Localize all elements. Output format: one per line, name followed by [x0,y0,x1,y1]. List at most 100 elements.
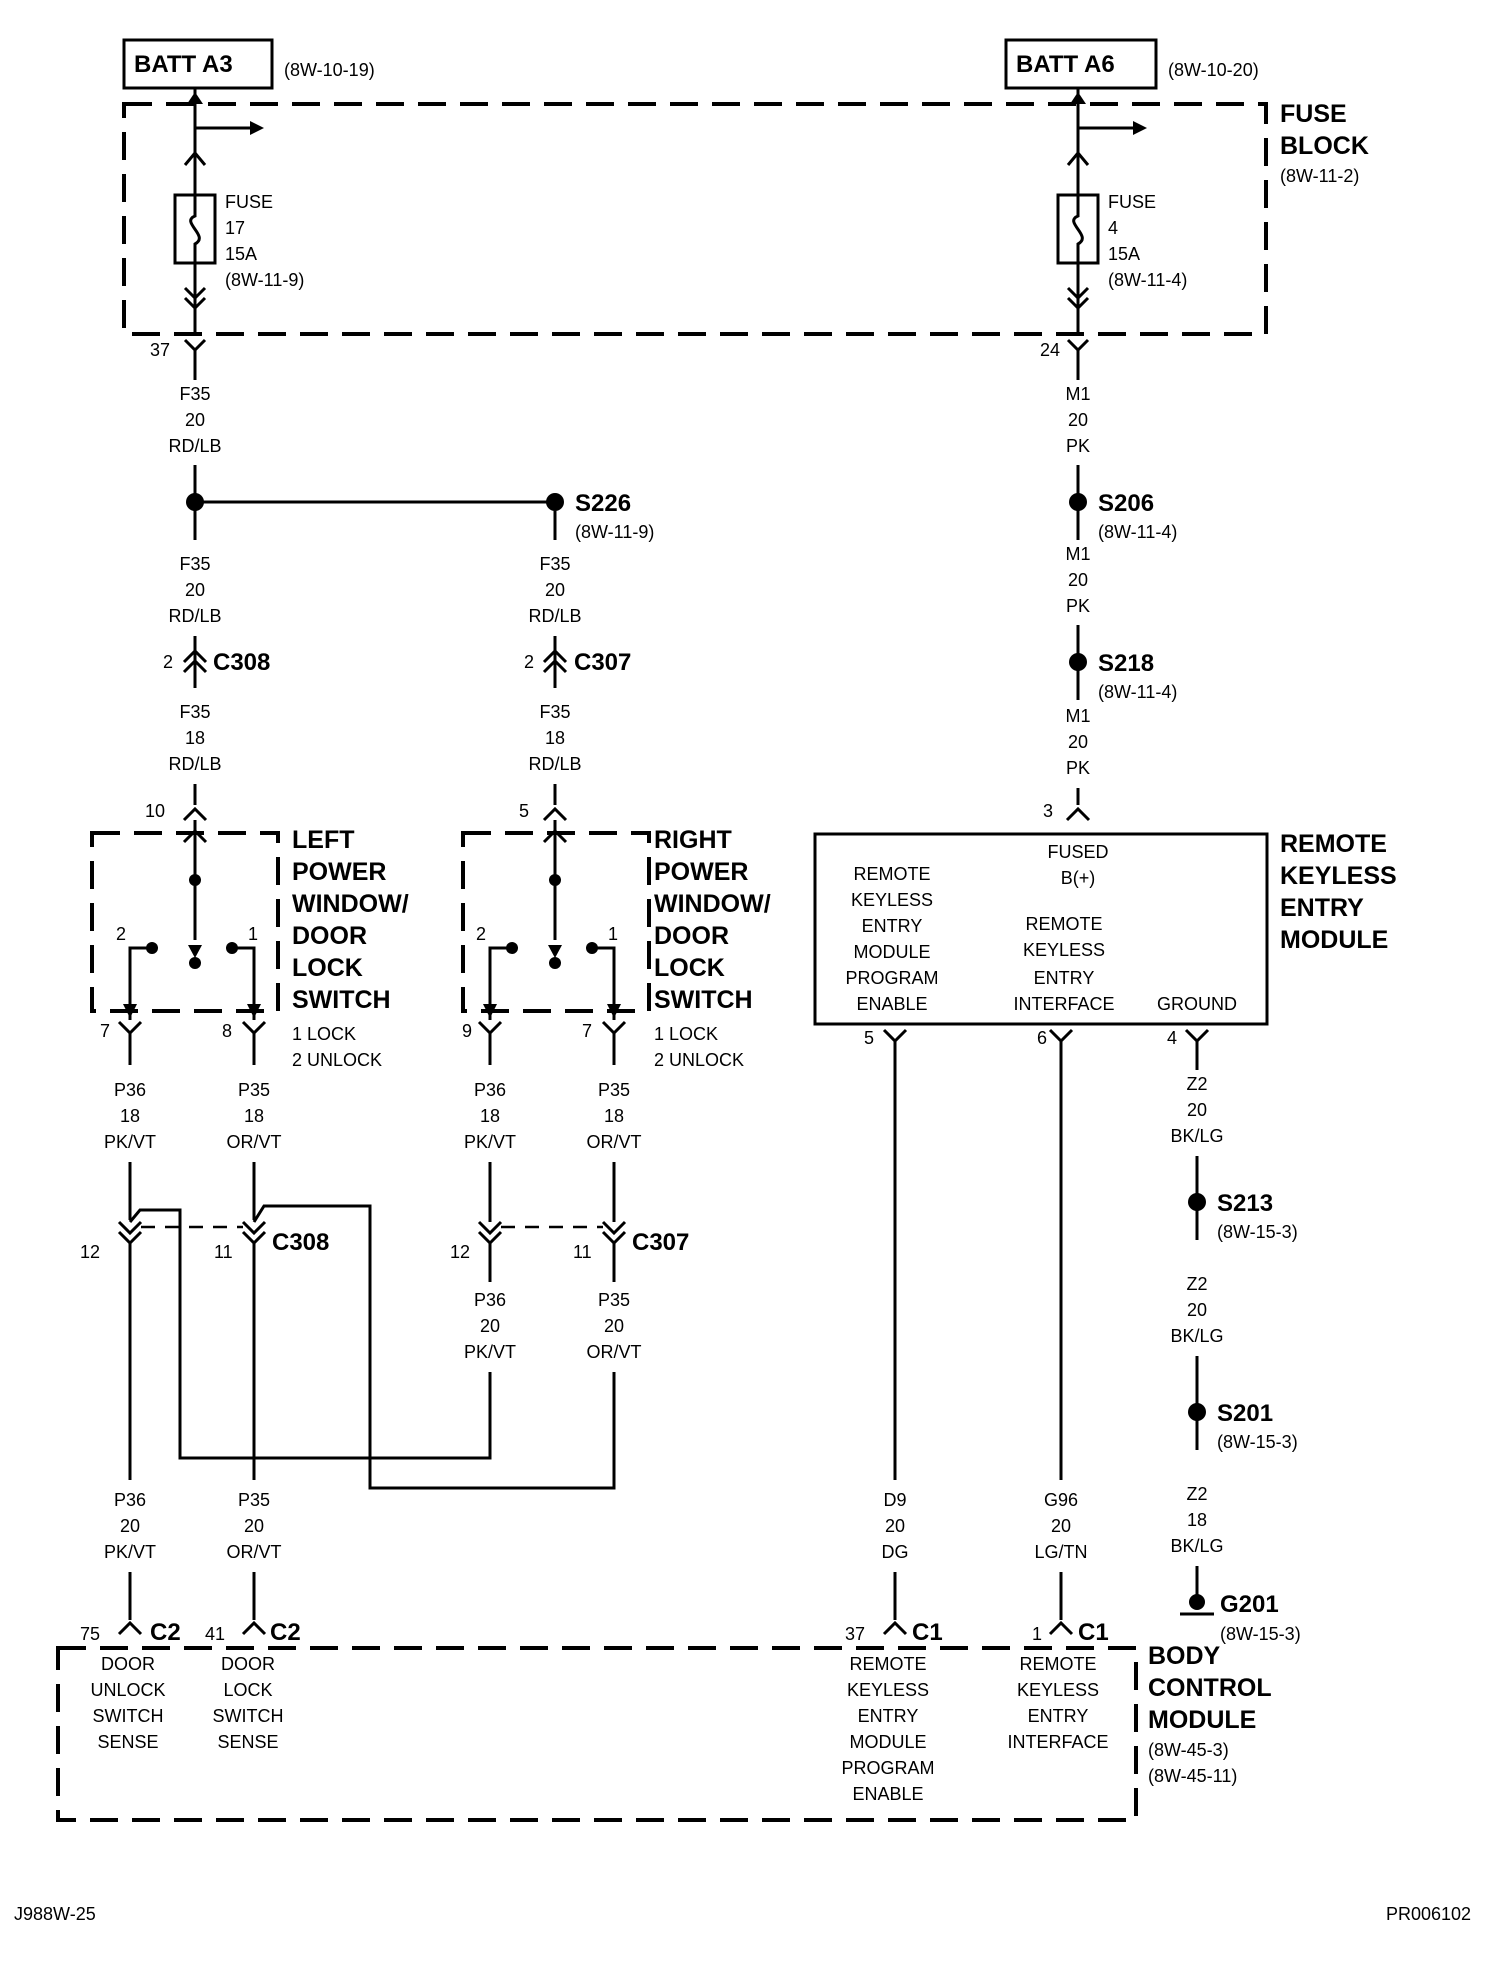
fuse-block-outline [122,102,1268,336]
wire-label: P36 [114,1490,146,1510]
splice-s213-label: S213 [1217,1190,1273,1217]
ground-g201-ref: (8W-15-3) [1220,1624,1301,1644]
wire-label: 18 [244,1106,264,1126]
c307-label: C307 [574,649,631,676]
wire-label: F35 [179,702,210,722]
wire-label: PK [1066,758,1090,778]
wire-label: 18 [185,728,205,748]
bcm-rke-if: INTERFACE [1007,1732,1108,1752]
bcm-pin75: 75 [80,1624,100,1644]
wire-label: 20 [1068,732,1088,752]
right-switch-title: RIGHT [654,826,732,854]
wire-label: 18 [120,1106,140,1126]
bcm-pin37: 37 [845,1624,865,1644]
rke-col1: REMOTE [853,864,930,884]
batt-a6-label: BATT A6 [1016,51,1115,78]
splice-s213-dot [1188,1193,1206,1211]
wire-label: 20 [1068,410,1088,430]
wire-label: 18 [545,728,565,748]
bcm-rke-if: REMOTE [1019,1654,1096,1674]
wire-label: 20 [1051,1516,1071,1536]
rke-col1: ENTRY [862,916,923,936]
rke-col1: ENABLE [856,994,927,1014]
splice-s226-ref: (8W-11-9) [575,522,654,542]
right-switch-title: DOOR [654,922,729,950]
rke-fused: FUSED [1047,842,1108,862]
bcm-outline [56,1646,1138,1822]
wire-label: D9 [883,1490,906,1510]
right-switch-legend-1: 1 LOCK [654,1024,718,1044]
left-switch-feed-pin: 10 [145,801,165,821]
wire-label: F35 [179,384,210,404]
left-switch-legend-1: 1 LOCK [292,1024,356,1044]
c308-pin11: 11 [214,1242,233,1262]
rke-title: ENTRY [1280,894,1364,922]
left-switch-title: LOCK [292,954,363,982]
wire-label: P35 [598,1290,630,1310]
rke-col1: PROGRAM [845,968,938,988]
wire-label: P35 [238,1080,270,1100]
wire-label: 20 [885,1516,905,1536]
wire-label: OR/VT [226,1542,281,1562]
wire-label: F35 [179,554,210,574]
right-switch-title: LOCK [654,954,725,982]
wire-label: 20 [185,580,205,600]
wire-label: M1 [1065,544,1090,564]
bcm-rke-prog: PROGRAM [841,1758,934,1778]
rke-module-box [813,832,1269,1026]
c308-lower-label: C308 [272,1229,329,1256]
rke-ground: GROUND [1157,994,1237,1014]
bcm-unlock-sense: SENSE [97,1732,158,1752]
right-switch-legend-2: 2 UNLOCK [654,1050,744,1070]
bcm-title: BODY [1148,1642,1221,1670]
wire-label: PK/VT [104,1132,156,1152]
wire-label: PK/VT [104,1542,156,1562]
wire-label: 18 [480,1106,500,1126]
batt-a3-box [122,38,274,90]
switch-wiper-arrow-icon [188,945,202,958]
c307-pin12: 12 [450,1242,470,1262]
rke-title: KEYLESS [1280,862,1397,890]
right-switch-title: WINDOW/ [654,890,771,918]
left-switch-title: POWER [292,858,386,886]
left-switch-title: SWITCH [292,986,391,1014]
c307-lower-label: C307 [632,1229,689,1256]
arrow-right-icon [250,121,264,135]
bcm-title: CONTROL [1148,1674,1272,1702]
bcm-rke-prog: ENABLE [852,1784,923,1804]
wire-label: P36 [474,1290,506,1310]
wire-label: BK/LG [1170,1326,1223,1346]
splice-s226-label: S226 [575,490,631,517]
left-switch-pos2: 2 [116,924,126,944]
batt-a6-box [1004,38,1158,90]
wire-label: RD/LB [528,606,581,626]
wire-label: 20 [604,1316,624,1336]
rke-title: REMOTE [1280,830,1387,858]
wire-label: 20 [480,1316,500,1336]
wire-label: DG [882,1542,909,1562]
bcm-lock-sense: SWITCH [213,1706,284,1726]
batt-a6-ref: (8W-10-20) [1168,60,1259,80]
wire-label: 18 [604,1106,624,1126]
fuse-4-l3: 15A [1108,244,1140,264]
wire-label: OR/VT [586,1342,641,1362]
left-switch-legend-2: 2 UNLOCK [292,1050,382,1070]
arrow-right-icon [1133,121,1147,135]
wire-label: 20 [1187,1300,1207,1320]
fuse-4-l2: 4 [1108,218,1118,238]
left-switch-title: DOOR [292,922,367,950]
rke-col1: KEYLESS [851,890,933,910]
wire-label: P35 [238,1490,270,1510]
footer-right-code: PR006102 [1386,1904,1471,1924]
wire-label: F35 [539,554,570,574]
wire-label: PK [1066,596,1090,616]
splice-s206-label: S206 [1098,490,1154,517]
wire-label: PK [1066,436,1090,456]
wire-label: 20 [545,580,565,600]
fuse-block-title-2: BLOCK [1280,132,1369,160]
fuse-block-ref: (8W-11-2) [1280,166,1359,186]
rke-col2: INTERFACE [1013,994,1114,1014]
splice-s201-label: S201 [1217,1400,1273,1427]
fuse-block-title-1: FUSE [1280,100,1347,128]
bcm-lock-sense: DOOR [221,1654,275,1674]
